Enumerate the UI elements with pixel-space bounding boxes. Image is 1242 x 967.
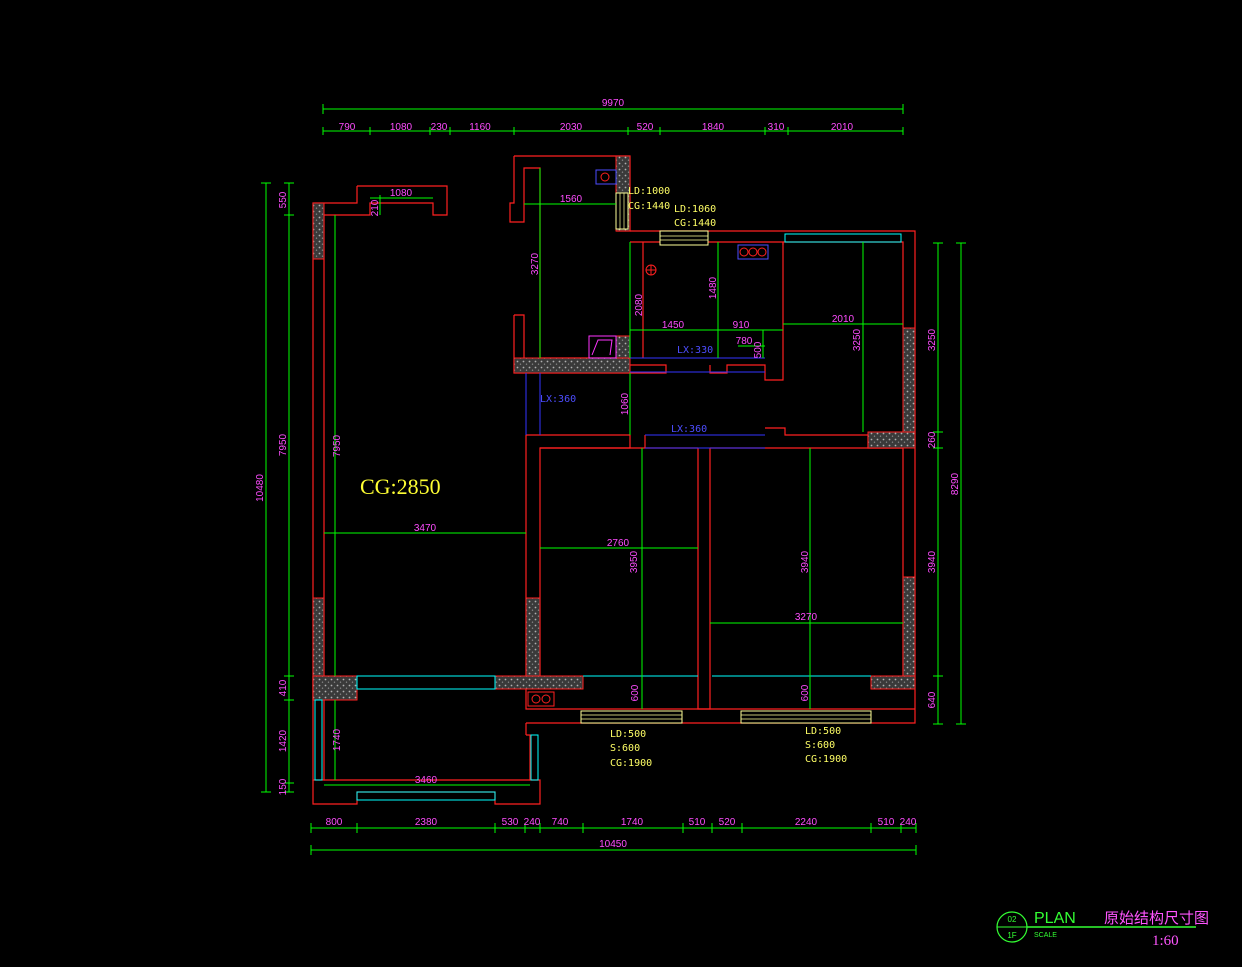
win2-s: S:600 [805,740,835,751]
bottom-seg-11: 240 [900,817,917,828]
right-seg-4: 640 [927,691,938,708]
ceiling-height-label: CG:2850 [360,474,441,499]
right-total-label: 8290 [950,472,961,495]
dim-br3-width: 2010 [832,314,855,325]
interior-dimension-labels: 1080 210 1560 3270 7950 3470 1740 3460 2… [332,188,863,786]
drawing-scale: 1:60 [1152,933,1179,949]
annotations: CG:2850 LX:360 LX:330 LX:360 LD:1000 CG:… [360,186,847,769]
dim-bay-depth: 210 [370,199,381,216]
title-block: 02 1F PLAN SCALE 原始结构尺寸图 1:60 [996,909,1209,949]
drawing-number-bottom: 1F [1007,931,1016,940]
dim-bay-width: 1080 [390,188,413,199]
beam-label-bath: LX:330 [677,345,713,356]
dim-bath-width: 1450 [662,320,685,331]
windows [314,233,902,801]
left-segment-labels: 550 7950 410 1420 150 [278,191,289,795]
sill-blocks [580,192,872,724]
bottom-seg-7: 510 [689,817,706,828]
left-segment-dimension [284,182,294,793]
beam-label-kitchen: LX:360 [540,394,576,405]
dim-br2-width: 3270 [795,612,818,623]
dim-living-width: 3470 [414,523,437,534]
dim-br2-depth: 3940 [800,550,811,573]
bottom-seg-5: 740 [552,817,569,828]
bottom-segment-labels: 800 2380 530 240 740 1740 510 520 2240 5… [326,817,917,828]
door2-cg: CG:1440 [674,218,716,229]
right-seg-2: 260 [927,431,938,448]
bottom-overall-label: 10450 [599,839,627,850]
left-seg-5: 150 [278,778,289,795]
bottom-seg-2: 2380 [415,817,438,828]
dim-niche-width: 780 [736,336,753,347]
dim-hall-depth: 1060 [620,392,631,415]
bottom-seg-8: 520 [719,817,736,828]
left-seg-4: 1420 [278,729,289,752]
bottom-seg-9: 2240 [795,817,818,828]
right-seg-1: 3250 [927,328,938,351]
dim-sill-2: 600 [800,684,811,701]
left-total-dimension [261,182,271,793]
dim-shower-depth: 1480 [708,276,719,299]
right-total-dimension [956,242,966,725]
bottom-seg-1: 800 [326,817,343,828]
top-seg-6: 520 [637,122,654,133]
top-segment-labels: 790 1080 230 1160 2030 520 1840 310 2010 [339,122,854,133]
bottom-seg-10: 510 [878,817,895,828]
drawing-title: 原始结构尺寸图 [1104,909,1209,927]
left-total-label: 10480 [255,474,266,502]
dim-sill-1: 600 [630,684,641,701]
door1-ld: LD:1000 [628,186,670,197]
dim-bath-depth: 2080 [634,293,645,316]
top-segment-dimension [322,127,904,135]
top-seg-8: 310 [768,122,785,133]
sill-lines [581,193,871,720]
left-seg-3: 410 [278,679,289,696]
top-overall-dimension [322,104,904,114]
door2-ld: LD:1060 [674,204,716,215]
bottom-seg-4: 240 [524,817,541,828]
interior-dimensions [324,168,903,786]
top-seg-5: 2030 [560,122,583,133]
right-seg-3: 3940 [927,550,938,573]
bottom-seg-6: 1740 [621,817,644,828]
win1-cg: CG:1900 [610,758,652,769]
win2-cg: CG:1900 [805,754,847,765]
left-seg-2: 7950 [278,433,289,456]
fixtures [527,169,769,707]
dim-br3-depth: 3250 [852,328,863,351]
win1-ld: LD:500 [610,729,646,740]
structural-columns [312,155,916,701]
top-seg-4: 1160 [469,122,491,133]
beam-label-hall: LX:360 [671,424,707,435]
top-seg-2: 1080 [390,122,413,133]
win2-ld: LD:500 [805,726,841,737]
dim-balcony-width: 3460 [415,775,438,786]
drawing-number-top: 02 [1008,915,1017,924]
win1-s: S:600 [610,743,640,754]
dim-shower-width: 910 [733,320,750,331]
dim-kitchen-depth: 3270 [530,252,541,275]
top-seg-1: 790 [339,122,356,133]
plan-label: PLAN [1034,910,1076,927]
dim-niche-depth: 500 [753,341,764,358]
beam-lines [525,357,765,449]
right-segment-labels: 3250 260 3940 640 [927,328,938,708]
top-overall-label: 9970 [602,98,625,109]
scale-word: SCALE [1034,932,1057,939]
dim-br1-depth: 3950 [629,550,640,573]
bottom-segment-dimension [310,823,917,833]
dim-kitchen-width: 1560 [560,194,583,205]
dim-living-height: 7950 [332,434,343,457]
top-seg-7: 1840 [702,122,725,133]
top-seg-9: 2010 [831,122,854,133]
top-seg-3: 230 [431,122,448,133]
bottom-seg-3: 530 [502,817,519,828]
left-seg-1: 550 [278,191,289,208]
dim-br1-width: 2760 [607,538,630,549]
right-segment-dimension [933,242,943,725]
bottom-overall-dimension [310,845,917,855]
door1-cg: CG:1440 [628,201,670,212]
dim-balcony-height: 1740 [332,728,343,751]
